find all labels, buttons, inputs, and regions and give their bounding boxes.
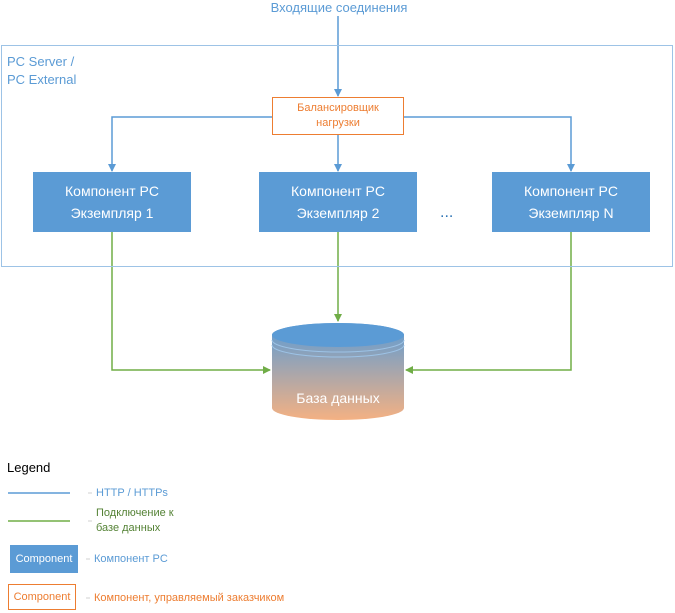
load-balancer-label-line1: Балансировщик [297, 102, 379, 114]
db-line-instance-1 [111, 232, 271, 374]
pc-server-label: PC Server / PC External [7, 53, 76, 89]
incoming-connections-label: Входящие соединения [270, 0, 408, 15]
more-instances-ellipsis: ... [440, 204, 454, 221]
legend-db-label-line2: базе данных [96, 522, 161, 534]
database-label: База данных [296, 390, 380, 406]
legend-customer-component-swatch: Component [8, 584, 76, 610]
pc-server-label-line1: PC Server / [7, 54, 75, 69]
instance-n-title: Компонент PC [524, 183, 618, 199]
pc-component-instance-2: Компонент PC Экземпляр 2 [259, 172, 417, 232]
pc-server-label-line2: PC External [7, 72, 77, 87]
legend-db-label: Подключение к базе данных [96, 506, 174, 536]
db-line-instance-n [405, 232, 572, 374]
database-cylinder [271, 323, 405, 420]
http-line-instance-n [404, 116, 575, 172]
legend-customer-component-label: Компонент, управляемый заказчиком [94, 592, 285, 604]
legend-pc-component-swatch: Component [10, 545, 78, 573]
load-balancer-box: Балансировщик нагрузки [272, 97, 404, 135]
pc-component-instance-n: Компонент PC Экземпляр N [492, 172, 650, 232]
legend-pc-component-label: Компонент PC [94, 553, 168, 565]
instance-n-subtitle: Экземпляр N [528, 205, 614, 221]
legend-http-label: HTTP / HTTPs [96, 487, 168, 499]
http-line-instance-1 [108, 116, 272, 172]
pc-component-instance-1: Компонент PC Экземпляр 1 [33, 172, 191, 232]
instance-2-title: Компонент PC [291, 183, 385, 199]
instance-1-title: Компонент PC [65, 183, 159, 199]
instance-1-subtitle: Экземпляр 1 [70, 205, 154, 221]
legend-db-label-line1: Подключение к [96, 507, 174, 519]
pc-server-frame [1, 45, 673, 267]
instance-2-subtitle: Экземпляр 2 [296, 205, 380, 221]
legend-title: Legend [7, 460, 51, 475]
load-balancer-label-line2: нагрузки [316, 117, 360, 129]
